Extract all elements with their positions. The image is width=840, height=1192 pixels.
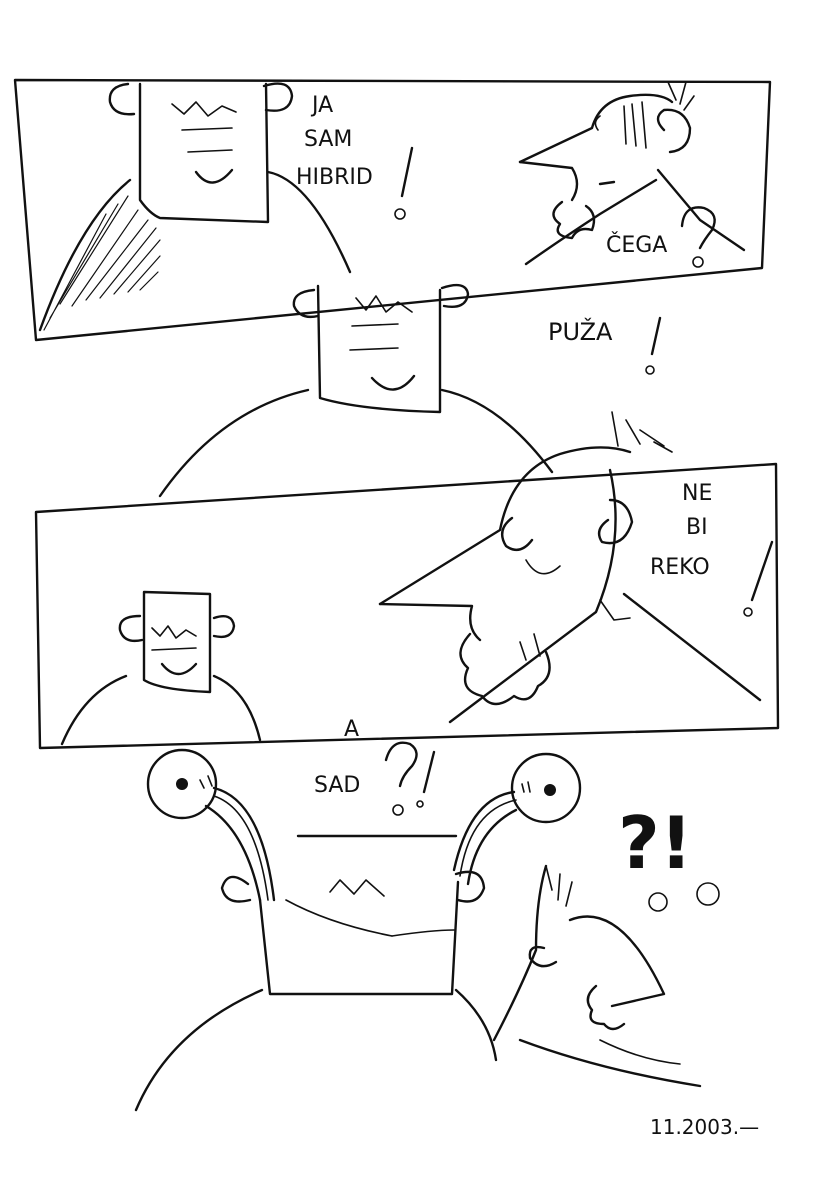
panel-4-speech-exclamation [422,750,436,794]
panel-2-speech: PUŽA [548,317,613,346]
panel-1-border [13,78,772,342]
panel-4-speech-line-2: SAD [314,773,360,798]
panel-4-speech-question [384,741,418,788]
panel-2: PUŽA [158,283,662,498]
panel-3-tall-character [60,590,262,746]
panel-3: NE BI REKO [34,411,780,750]
panel-1-exclamation [400,146,414,198]
panel-4-small-character [492,864,702,1088]
panel-1-speech-line-1: JA [310,93,333,118]
panel-4-snail-character [134,748,582,1112]
signature-date: 11.2003.— [650,1115,759,1139]
panel-2-exclamation [650,316,662,356]
panel-1-speech-line-2: SAM [304,127,352,152]
panel-1-speech-line-3: HIBRID [296,165,373,190]
panel-1-question-mark [680,206,716,250]
panel-1-small-character [518,81,746,266]
panel-4: A SAD ?! [134,717,720,1112]
panel-4-speech-line-1: A [344,717,359,742]
panel-4-reaction-dot-right [696,882,720,906]
panel-1: JA SAM HIBRID ČEGA [13,78,772,342]
panel-3-small-character [378,411,762,724]
panel-3-speech-line-2: BI [686,515,708,540]
panel-1-tall-character [38,82,352,332]
panel-3-exclamation [750,540,774,602]
panel-3-speech-line-1: NE [682,481,712,506]
panel-3-border [34,462,780,750]
panel-4-reaction-marks: ?! [618,801,693,885]
panel-2-tall-character [158,283,554,498]
panel-1-right-speech: ČEGA [606,232,667,258]
panel-3-speech-line-3: REKO [650,555,710,580]
panel-4-reaction-dot-left [648,892,668,912]
